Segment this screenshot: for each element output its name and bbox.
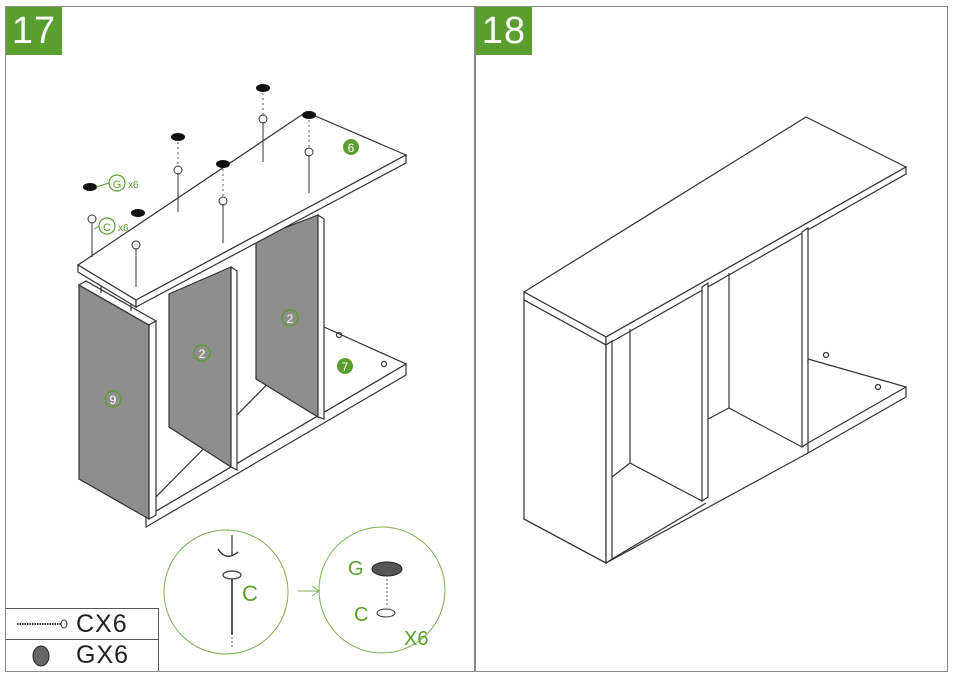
screws (87, 114, 314, 287)
detail-cap-circle (318, 526, 446, 654)
screw-2 (131, 240, 141, 287)
label-right-divider: 2 (287, 312, 294, 326)
detail-quantity: X6 (404, 628, 428, 650)
parts-list: CX6 GX6 (6, 608, 159, 671)
step-17-panel: 17 (5, 6, 475, 672)
step-number-badge: 17 (6, 7, 62, 55)
callout-markers (93, 139, 359, 408)
top-board (76, 111, 408, 309)
detail-screw-small-label: C (354, 604, 368, 626)
callout-cap-qty: x6 (128, 180, 139, 191)
cover-caps (83, 84, 316, 217)
screw-1 (87, 214, 97, 257)
parts-label-cap: GX6 (76, 641, 130, 669)
screw-4 (218, 196, 228, 243)
callout-screw-qty: x6 (118, 223, 129, 234)
screw-6 (304, 147, 314, 193)
callout-screw-letter: C (103, 222, 111, 234)
screw-3 (173, 165, 183, 212)
step-17-illustration: 6 7 9 2 2 G x6 C x6 C G C X6 (76, 84, 446, 655)
step-number-badge: 18 (476, 7, 532, 55)
assembled-cabinet (522, 116, 908, 565)
parts-row-cap: GX6 (6, 640, 158, 671)
right-divider-board (255, 213, 325, 420)
parts-label-screw: CX6 (76, 609, 128, 638)
guide-lines (177, 93, 310, 199)
detail-screw-circle (163, 529, 289, 655)
step-18-illustration (522, 116, 908, 565)
screw-icon (6, 619, 76, 629)
label-left-divider: 2 (199, 347, 206, 361)
left-divider-board (168, 265, 238, 471)
step-18-panel: 18 (475, 6, 948, 672)
label-top-board: 6 (348, 141, 355, 155)
side-panel-board (77, 280, 158, 521)
detail-arrow (298, 585, 320, 597)
label-bottom-board: 7 (342, 360, 349, 374)
parts-row-screw: CX6 (6, 609, 158, 640)
detail-screw-label: C (242, 581, 258, 606)
cap-icon (6, 644, 76, 668)
label-side-panel: 9 (110, 393, 117, 407)
detail-cap-label: G (348, 558, 364, 580)
callout-cap-letter: G (113, 179, 122, 191)
